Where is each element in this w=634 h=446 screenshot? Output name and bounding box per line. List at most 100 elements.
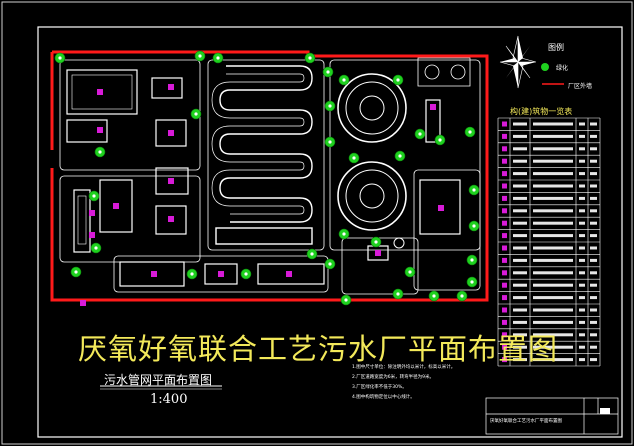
table-row-marker bbox=[502, 295, 507, 301]
table-row-marker bbox=[502, 158, 507, 164]
tree-icon-center bbox=[326, 70, 330, 74]
tree-icon-center bbox=[308, 56, 312, 60]
tree-icon-center bbox=[328, 262, 332, 266]
table-cell-text-mark bbox=[590, 258, 597, 262]
table-cell-text-mark bbox=[590, 345, 597, 349]
table-cell-text-mark bbox=[533, 320, 573, 324]
title-block bbox=[485, 397, 619, 435]
internal-roads bbox=[59, 57, 481, 295]
tree-icon-center bbox=[344, 298, 348, 302]
structure-lab bbox=[66, 119, 108, 143]
table-cell-text-mark bbox=[590, 122, 597, 126]
table-cell-text-mark bbox=[579, 184, 585, 188]
table-cell-text-mark bbox=[513, 283, 527, 287]
table-cell-text-mark bbox=[513, 184, 527, 188]
tree-icon-center bbox=[374, 240, 378, 244]
table-cell-text-mark bbox=[533, 283, 573, 287]
tree-icon-center bbox=[98, 150, 102, 154]
table-cell-text-mark bbox=[533, 184, 573, 188]
table-cell-text-mark bbox=[513, 333, 527, 337]
table-cell-text-mark bbox=[513, 209, 527, 213]
table-row-marker bbox=[502, 233, 507, 239]
structure-blower-room bbox=[155, 167, 189, 195]
table-row-marker bbox=[502, 220, 507, 226]
table-cell-text-mark bbox=[533, 258, 573, 262]
tree-icon-center bbox=[468, 130, 472, 134]
table-row-marker bbox=[502, 208, 507, 214]
tree-icon-center bbox=[342, 78, 346, 82]
structure-sludge-thickener bbox=[99, 179, 133, 233]
legend-tree-icon bbox=[541, 63, 549, 71]
north-arrow-icon bbox=[499, 35, 537, 89]
tree-icon-center bbox=[342, 232, 346, 236]
table-cell-text-mark bbox=[590, 134, 597, 138]
structure-metering-well bbox=[204, 263, 238, 285]
table-cell-text-mark bbox=[533, 345, 573, 349]
table-cell-text-mark bbox=[533, 296, 573, 300]
tree-icon-center bbox=[74, 270, 78, 274]
tree-icon-center bbox=[352, 156, 356, 160]
table-cell-text-mark bbox=[513, 221, 527, 225]
tree-icon-center bbox=[92, 194, 96, 198]
tree-icon-center bbox=[328, 140, 332, 144]
structure-bar-screen bbox=[77, 195, 87, 245]
table-row-marker bbox=[502, 257, 507, 263]
table-cell-text-mark bbox=[579, 345, 585, 349]
round-clarifiers bbox=[337, 73, 407, 249]
table-cell-text-mark bbox=[579, 283, 585, 287]
subtitle: 污水管网平面布置图 bbox=[104, 373, 213, 387]
structure-sludge-dewatering bbox=[425, 99, 441, 143]
tree-icon-center bbox=[58, 56, 62, 60]
table-cell-text-mark bbox=[579, 296, 585, 300]
table-cell-text-mark bbox=[513, 308, 527, 312]
table-title: 构(建)筑物一览表 bbox=[510, 107, 573, 116]
table-row-marker bbox=[502, 146, 507, 152]
table-cell-text-mark bbox=[579, 258, 585, 262]
legend-title: 图例 bbox=[548, 43, 564, 52]
table-cell-text-mark bbox=[579, 172, 585, 176]
legend-wall-label: 厂区外墙 bbox=[568, 83, 593, 90]
tree-icon-center bbox=[470, 280, 474, 284]
building-list-table bbox=[497, 117, 601, 367]
structure-garage bbox=[155, 119, 187, 147]
title-block-text: 厌氧好氧联合工艺污水厂平面布置图 bbox=[490, 419, 562, 424]
structures bbox=[66, 69, 461, 287]
tree-icon-center bbox=[396, 78, 400, 82]
table-cell-text-mark bbox=[579, 271, 585, 275]
structure-small-well bbox=[393, 237, 405, 249]
tree-icons bbox=[54, 50, 480, 306]
table-cell-text-mark bbox=[579, 234, 585, 238]
table-row-marker bbox=[502, 183, 507, 189]
table-row-marker bbox=[502, 195, 507, 201]
tree-icon-center bbox=[472, 224, 476, 228]
table-cell-text-mark bbox=[513, 358, 527, 362]
plant-boundary-wall bbox=[50, 50, 489, 302]
table-cell-text-mark bbox=[579, 308, 585, 312]
legend-tree-label: 绿化 bbox=[556, 65, 569, 72]
structure-labels bbox=[80, 84, 444, 306]
table-cell-text-mark bbox=[533, 234, 573, 238]
serpentine-aeration-tanks bbox=[211, 65, 313, 245]
tree-icon-center bbox=[310, 252, 314, 256]
table-cell-text-mark bbox=[579, 159, 585, 163]
table-row-marker bbox=[502, 307, 507, 313]
tree-icon-center bbox=[94, 246, 98, 250]
table-cell-text-mark bbox=[513, 345, 527, 349]
table-cell-text-mark bbox=[533, 221, 573, 225]
tree-icon-center bbox=[190, 272, 194, 276]
table-cell-text-mark bbox=[590, 172, 597, 176]
table-cell-text-mark bbox=[590, 159, 597, 163]
inner-frame bbox=[37, 26, 623, 438]
table-cell-text-mark bbox=[579, 134, 585, 138]
table-cell-text-mark bbox=[579, 246, 585, 250]
tree-icon-center bbox=[396, 292, 400, 296]
table-cell-text-mark bbox=[590, 283, 597, 287]
table-cell-text-mark bbox=[533, 122, 573, 126]
tree-icon-center bbox=[460, 294, 464, 298]
note-line: 1.图中尺寸单位：除注明外均以米计，标高以米计。 bbox=[352, 365, 456, 370]
table-cell-text-mark bbox=[579, 333, 585, 337]
tree-icon-center bbox=[418, 132, 422, 136]
table-cell-text-mark bbox=[590, 209, 597, 213]
table-cell-text-mark bbox=[533, 147, 573, 151]
table-cell-text-mark bbox=[533, 246, 573, 250]
